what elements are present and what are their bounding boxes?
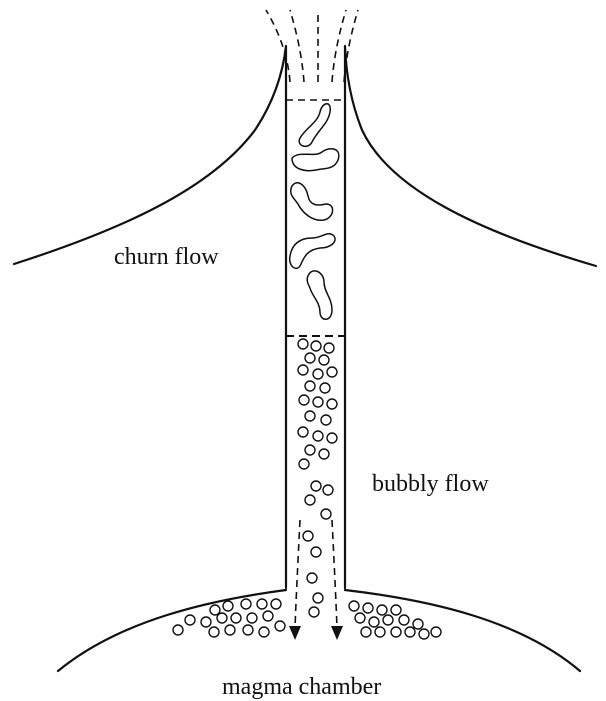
bubble: [303, 531, 313, 541]
bubble: [349, 601, 359, 611]
bubble: [275, 621, 285, 631]
bubble: [321, 509, 331, 519]
bubble: [309, 607, 319, 617]
bubble: [311, 481, 321, 491]
bubble: [305, 381, 315, 391]
bubble: [307, 573, 317, 583]
bubble: [263, 611, 273, 621]
chamber-bubbles-left: [173, 599, 285, 637]
bubble: [298, 427, 308, 437]
slug: [299, 104, 330, 147]
bubble: [327, 399, 337, 409]
bubble: [305, 353, 315, 363]
bubble: [313, 431, 323, 441]
volcano-left-flank: [14, 46, 286, 588]
bubble: [319, 355, 329, 365]
bubble: [241, 599, 251, 609]
bubble: [259, 627, 269, 637]
bubble: [298, 365, 308, 375]
slug: [291, 183, 333, 221]
bubble: [391, 627, 401, 637]
bubble: [271, 599, 281, 609]
bubble: [413, 619, 423, 629]
bubble: [210, 605, 220, 615]
arrowhead: [289, 626, 301, 640]
bubble: [323, 485, 333, 495]
churn-flow-label: churn flow: [114, 244, 219, 271]
bubble: [399, 615, 409, 625]
bubble: [361, 627, 371, 637]
bubble: [321, 415, 331, 425]
bubble: [247, 613, 257, 623]
bubble: [391, 605, 401, 615]
bubble: [209, 627, 219, 637]
bubble: [419, 629, 429, 639]
bubble: [377, 605, 387, 615]
bubble: [313, 369, 323, 379]
magma-chamber-label: magma chamber: [222, 674, 381, 701]
slug: [307, 271, 332, 319]
bubble: [355, 613, 365, 623]
bubble: [431, 627, 441, 637]
arrowhead: [331, 626, 343, 640]
bubble: [313, 397, 323, 407]
slug: [292, 149, 339, 171]
bubble: [305, 445, 315, 455]
volcano-right-flank: [345, 46, 596, 588]
bubble: [363, 603, 373, 613]
bubble: [223, 601, 233, 611]
bubble: [369, 617, 379, 627]
bubble: [298, 339, 308, 349]
bubble: [305, 411, 315, 421]
bubbly-flow-bubbles: [298, 339, 337, 617]
chamber-bubbles-right: [349, 601, 441, 639]
bubble: [201, 617, 211, 627]
bubble: [311, 341, 321, 351]
bubble: [305, 495, 315, 505]
bubble: [383, 615, 393, 625]
bubble: [185, 615, 195, 625]
bubble: [319, 449, 329, 459]
bubble: [225, 625, 235, 635]
bubble: [405, 627, 415, 637]
churn-flow-slugs: [290, 104, 339, 320]
bubble: [173, 625, 183, 635]
bubble: [327, 367, 337, 377]
bubble: [299, 395, 309, 405]
bubble: [324, 343, 334, 353]
bubble: [375, 627, 385, 637]
bubble: [320, 383, 330, 393]
bubble: [243, 625, 253, 635]
bubbly-flow-label: bubbly flow: [372, 471, 489, 498]
bubble: [327, 433, 337, 443]
bubble: [311, 547, 321, 557]
bubble: [231, 613, 241, 623]
bubble: [299, 459, 309, 469]
slug: [290, 234, 335, 269]
bubble: [313, 593, 323, 603]
bubble: [257, 599, 267, 609]
bubble: [217, 613, 227, 623]
